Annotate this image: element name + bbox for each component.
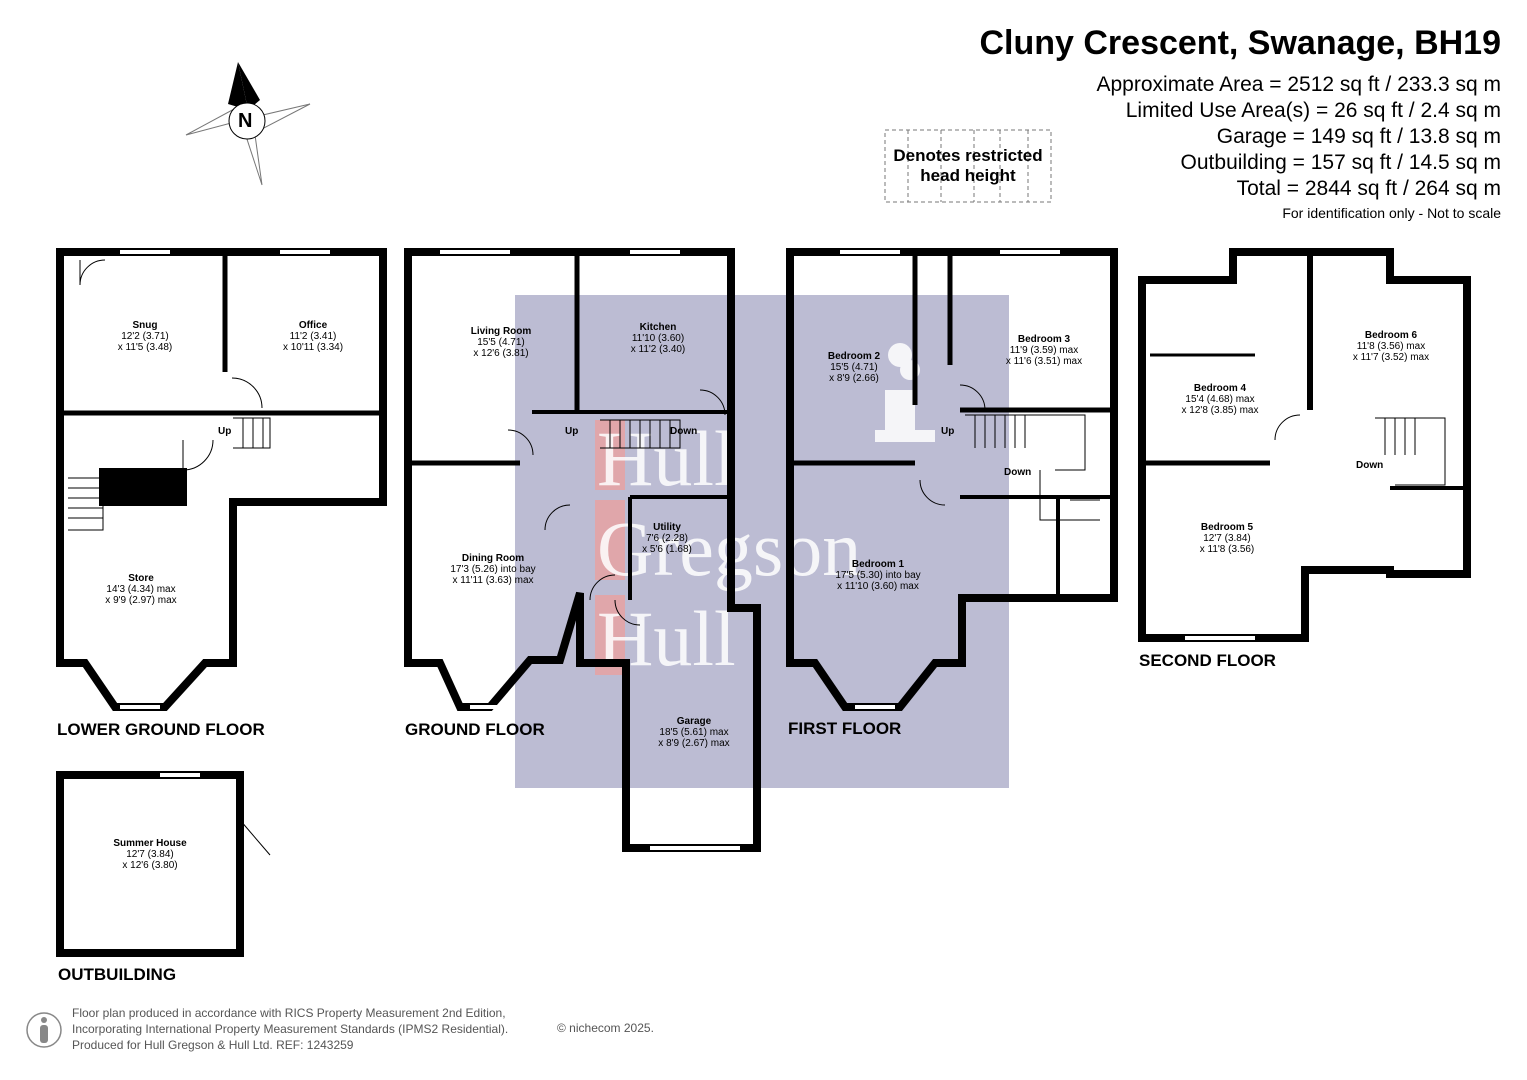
footer-line-3: Produced for Hull Gregson & Hull Ltd. RE… [72, 1038, 354, 1052]
area-outbuilding: Outbuilding = 157 sq ft / 14.5 sq m [1180, 151, 1501, 174]
person-icon [26, 1012, 62, 1048]
area-approx: Approximate Area = 2512 sq ft / 233.3 sq… [1096, 73, 1502, 96]
restricted-height-legend: Denotes restricted head height [885, 130, 1051, 202]
watermark-line-3: Hull [597, 595, 736, 682]
area-garage: Garage = 149 sq ft / 13.8 sq m [1216, 125, 1501, 148]
stair-down-second: Down [1356, 460, 1384, 471]
area-limited: Limited Use Area(s) = 26 sq ft / 2.4 sq … [1125, 99, 1501, 122]
stair-down-ground: Down [670, 426, 698, 437]
floor-label-first: FIRST FLOOR [788, 719, 902, 738]
north-compass-icon [185, 62, 311, 186]
stair-up-ground: Up [565, 426, 579, 437]
legend-line-2: head height [920, 166, 1016, 185]
property-title: Cluny Crescent, Swanage, BH19 [979, 24, 1501, 62]
watermark-logo: Hull Gregson Hull [515, 295, 1009, 788]
stair-down-first: Down [1004, 467, 1032, 478]
footer-line-2: Incorporating International Property Mea… [72, 1022, 509, 1036]
stair-up-first: Up [941, 426, 955, 437]
legend-line-1: Denotes restricted [893, 146, 1043, 165]
floor-label-second: SECOND FLOOR [1139, 651, 1276, 670]
footer-text: Floor plan produced in accordance with R… [72, 1005, 508, 1053]
scale-note: For identification only - Not to scale [1282, 205, 1501, 221]
area-summary: Approximate Area = 2512 sq ft / 233.3 sq… [1097, 72, 1502, 224]
floor-label-lower-ground: LOWER GROUND FLOOR [57, 720, 265, 739]
floor-label-outbuilding: OUTBUILDING [58, 965, 177, 984]
area-total: Total = 2844 sq ft / 264 sq m [1236, 177, 1501, 200]
compass-north-label: N [238, 110, 253, 132]
floor-label-ground: GROUND FLOOR [405, 720, 545, 739]
footer-copyright: © nichecom 2025. [557, 1021, 654, 1035]
footer-line-1: Floor plan produced in accordance with R… [72, 1006, 506, 1020]
watermark-train-icon [875, 343, 935, 442]
stair-up-lower: Up [218, 426, 232, 437]
